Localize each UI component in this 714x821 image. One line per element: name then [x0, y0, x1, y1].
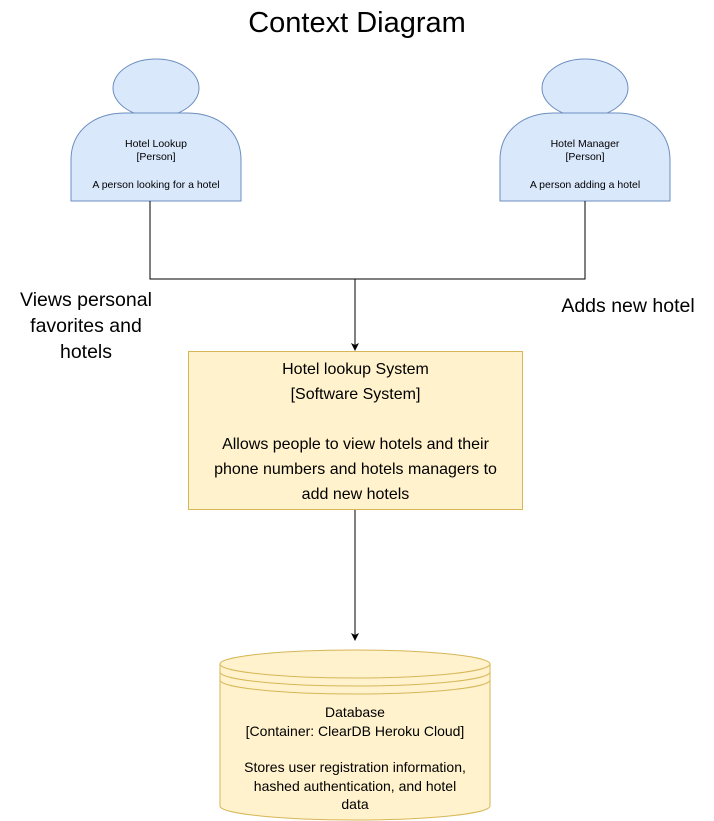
actor-description: A person adding a hotel: [529, 179, 641, 191]
actor-name: Hotel Lookup: [125, 138, 187, 150]
actor-hotel-manager: Hotel Manager [Person] A person adding a…: [500, 138, 670, 192]
connector-lookup-to-system: [149, 201, 355, 280]
system-type: [Software System]: [290, 386, 421, 403]
system-description-line: Allows people to view hotels and their: [222, 436, 489, 453]
database-type: [Container: ClearDB Heroku Cloud]: [245, 722, 465, 739]
database-description-line: data: [341, 796, 369, 812]
database-name: Database: [325, 704, 385, 720]
relationship-label-views: Views personal favorites and hotels: [4, 287, 168, 365]
actor-type: [Person]: [136, 151, 176, 163]
actor-type: [Person]: [565, 151, 605, 163]
connector-manager-to-system: [355, 201, 586, 280]
label-line: hotels: [59, 341, 113, 363]
system-description-line: add new hotels: [301, 486, 410, 503]
database-container: Database [Container: ClearDB Heroku Clou…: [220, 703, 490, 814]
database-description-line: Stores user registration information,: [244, 759, 466, 775]
person-hotel-manager-shape: [499, 58, 671, 202]
database-description-line: hashed authentication, and hotel: [253, 777, 457, 794]
label-line: Views personal: [20, 289, 152, 311]
actor-name: Hotel Manager: [550, 138, 620, 150]
system-name: Hotel lookup System: [282, 361, 429, 378]
person-hotel-lookup-shape: [70, 58, 242, 202]
diagram-title: Context Diagram: [248, 7, 466, 39]
software-system-box: Hotel lookup System [Software System] Al…: [188, 351, 523, 510]
relationship-label-adds: Adds new hotel: [561, 295, 695, 317]
label-line: favorites and: [30, 315, 142, 337]
actor-description: A person looking for a hotel: [92, 179, 220, 191]
database-cylinder-shape: [219, 649, 491, 821]
actor-hotel-lookup: Hotel Lookup [Person] A person looking f…: [71, 138, 241, 192]
system-description-line: phone numbers and hotels managers to: [214, 461, 497, 478]
